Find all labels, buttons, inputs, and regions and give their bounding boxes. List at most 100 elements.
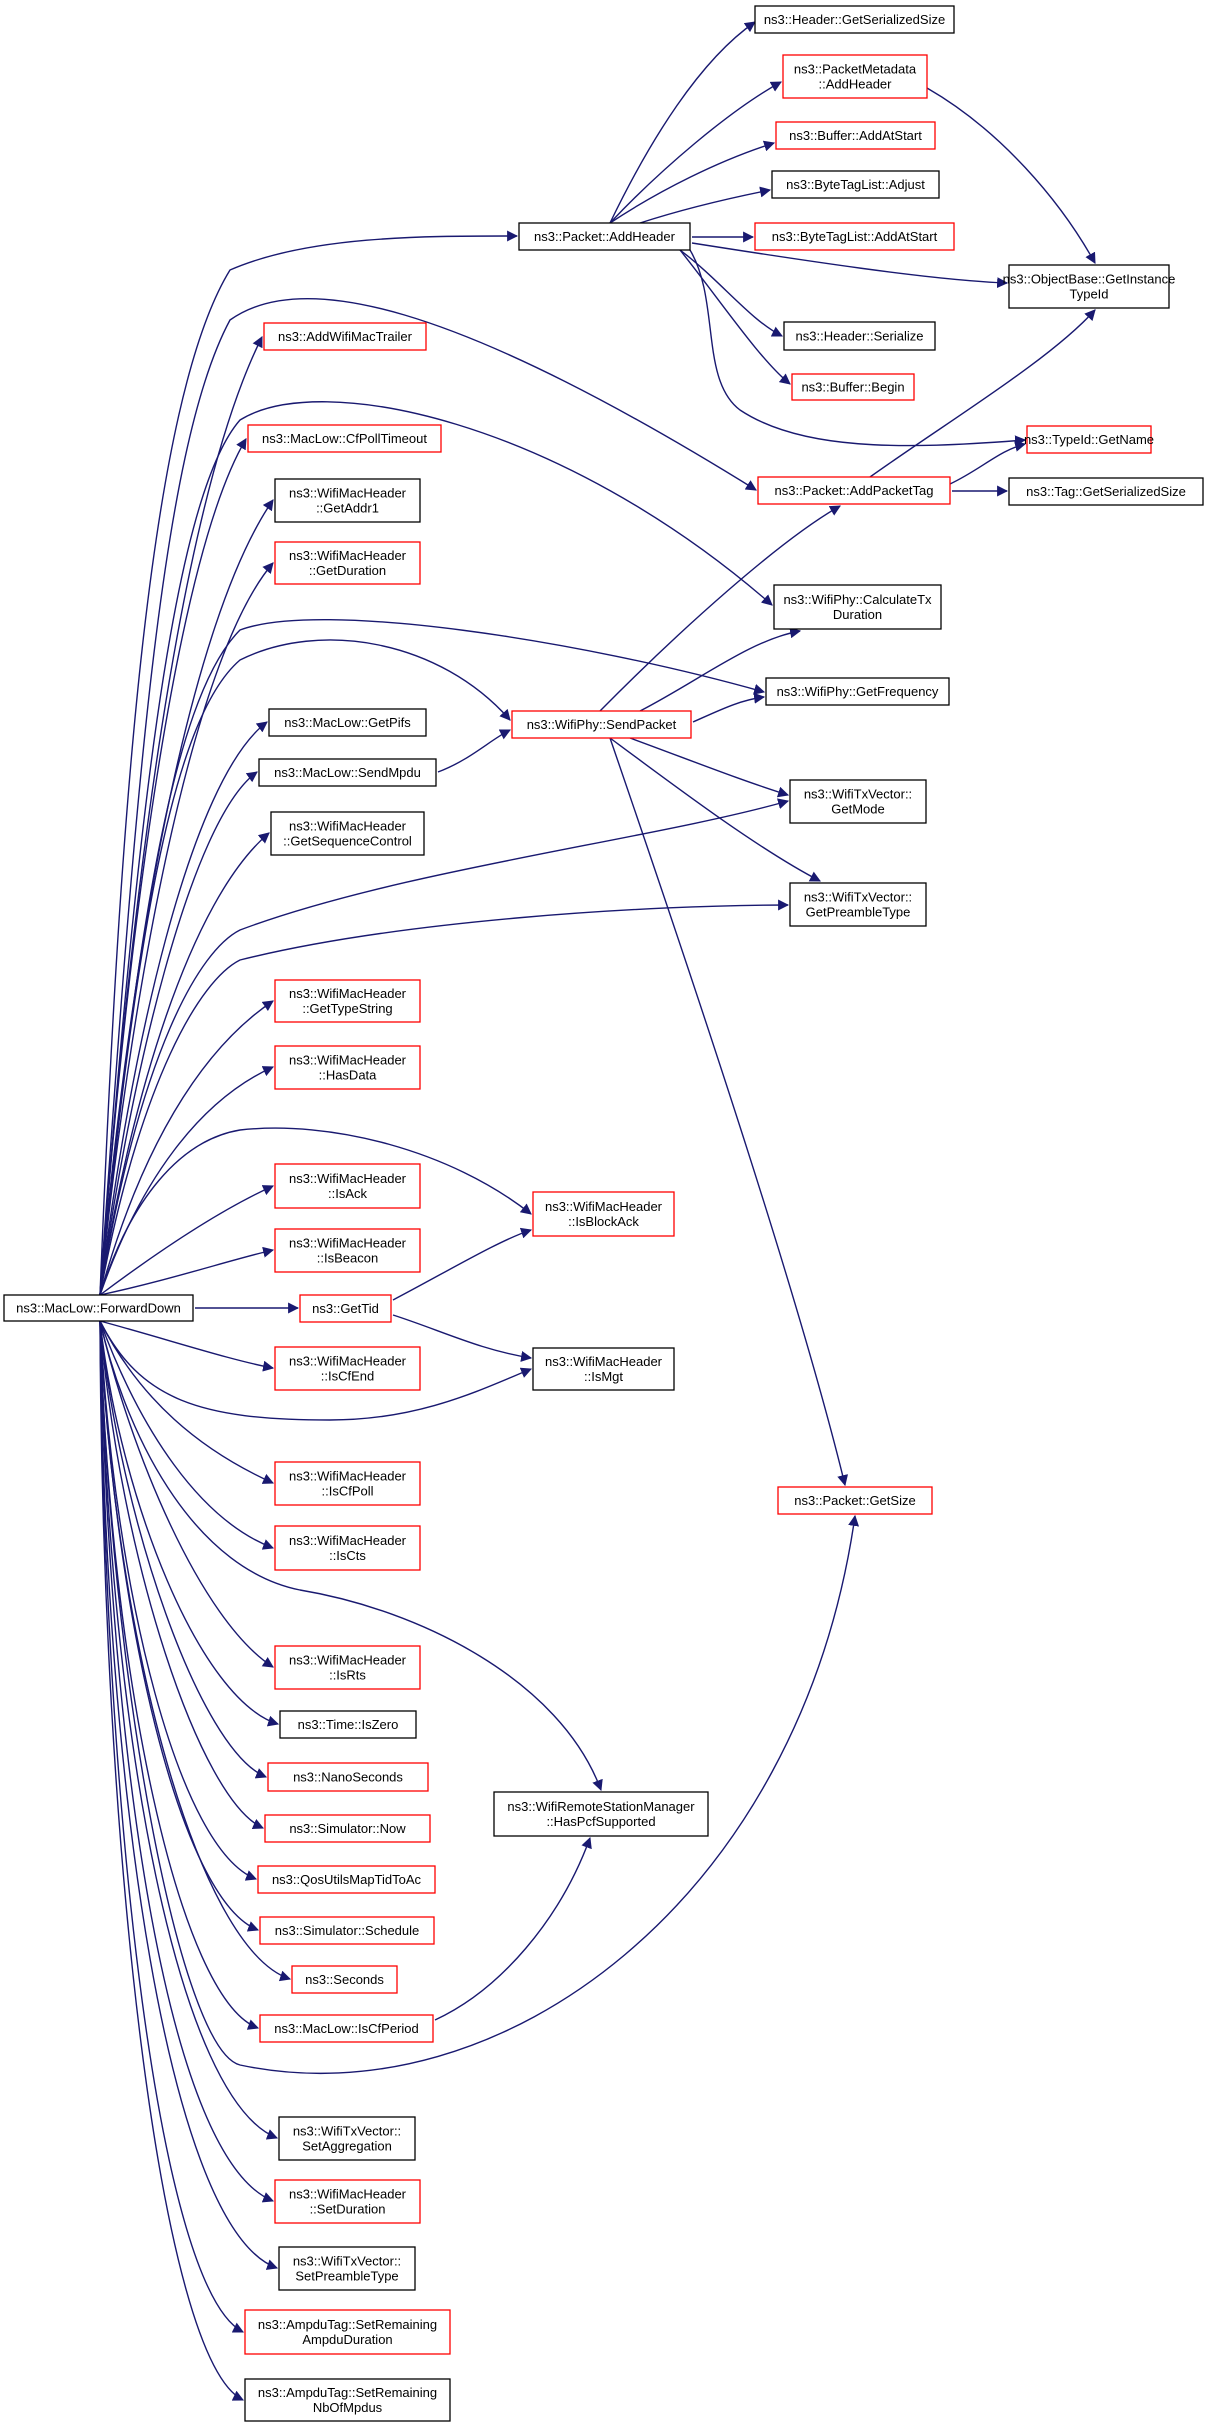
- node-label: ns3::WifiMacHeader: [545, 1199, 663, 1214]
- node-header_getserializedsize[interactable]: ns3::Header::GetSerializedSize: [754, 5, 955, 34]
- node-box: [274, 979, 421, 1023]
- node-label: ns3::WifiMacHeader: [545, 1354, 663, 1369]
- node-wifimacheader_gettypestring[interactable]: ns3::WifiMacHeader::GetTypeString: [274, 979, 421, 1023]
- node-box: [259, 2014, 434, 2043]
- node-wifimacheader_getaddr1[interactable]: ns3::WifiMacHeader::GetAddr1: [274, 478, 421, 523]
- call-nodes: ns3::MacLow::ForwardDown ns3::Header::Get…: [3, 5, 1204, 2422]
- node-wifitxvector_getmode[interactable]: ns3::WifiTxVector::GetMode: [789, 779, 927, 824]
- node-label: ns3::WifiMacHeader: [289, 1053, 407, 1068]
- node-wifitxvector_getpreambletype[interactable]: ns3::WifiTxVector::GetPreambleType: [789, 882, 927, 927]
- node-wifitxvector_setpreambletype[interactable]: ns3::WifiTxVector::SetPreambleType: [278, 2246, 416, 2291]
- node-maclow_iscfperiod[interactable]: ns3::MacLow::IsCfPeriod: [259, 2014, 434, 2043]
- edge-packet_addheader-to-typeid_getname: [689, 249, 1027, 447]
- node-label: ns3::WifiMacHeader: [289, 1236, 407, 1251]
- node-box: [279, 1710, 417, 1739]
- node-simulator_schedule[interactable]: ns3::Simulator::Schedule: [259, 1916, 435, 1945]
- node-maclow_getpifs[interactable]: ns3::MacLow::GetPifs: [268, 708, 427, 737]
- node-label: TypeId: [1069, 287, 1108, 302]
- node-wifitxvector_setaggregation[interactable]: ns3::WifiTxVector::SetAggregation: [278, 2116, 416, 2161]
- node-label: ns3::Packet::AddPacketTag: [775, 483, 934, 498]
- edge-forwarddown-to-qosutilsmaptidtoac: [99, 1320, 258, 1881]
- edge-packet_addheader-to-header_getserializedsize: [609, 21, 756, 224]
- node-header_serialize[interactable]: ns3::Header::Serialize: [783, 321, 936, 351]
- node-label: ns3::MacLow::GetPifs: [284, 715, 411, 730]
- node-wifimacheader_iscts[interactable]: ns3::WifiMacHeader::IsCts: [274, 1525, 421, 1571]
- node-box: [771, 170, 940, 199]
- node-packet_addheader[interactable]: ns3::Packet::AddHeader: [518, 222, 691, 251]
- node-label: ns3::WifiMacHeader: [289, 1171, 407, 1186]
- node-wifimacheader_ismgt[interactable]: ns3::WifiMacHeader::IsMgt: [532, 1347, 675, 1391]
- node-bytetaglist_adjust[interactable]: ns3::ByteTagList::Adjust: [771, 170, 940, 199]
- node-maclow_sendmpdu[interactable]: ns3::MacLow::SendMpdu: [258, 758, 437, 787]
- node-box: [270, 811, 425, 856]
- edge-forwarddown-to-wifiphy_sendpacket: [99, 639, 511, 1296]
- edge-packet_addpackettag-to-objectbase_getinstancetypeid: [869, 309, 1096, 478]
- node-label: ns3::MacLow::SendMpdu: [274, 765, 421, 780]
- node-box: [532, 1347, 675, 1391]
- node-typeid_getname[interactable]: ns3::TypeId::GetName: [1024, 425, 1154, 454]
- node-wifimacheader_iscfend[interactable]: ns3::WifiMacHeader::IsCfEnd: [274, 1346, 421, 1391]
- node-label: ns3::WifiMacHeader: [289, 2187, 407, 2202]
- node-packetmetadata_addheader[interactable]: ns3::PacketMetadata::AddHeader: [782, 54, 928, 99]
- node-label: ::IsCfEnd: [321, 1369, 374, 1384]
- node-wifimacheader_isack[interactable]: ns3::WifiMacHeader::IsAck: [274, 1163, 421, 1209]
- node-seconds[interactable]: ns3::Seconds: [291, 1965, 398, 1994]
- node-box: [299, 1294, 392, 1323]
- node-wifimacheader_isbeacon[interactable]: ns3::WifiMacHeader::IsBeacon: [274, 1228, 421, 1273]
- node-wifiphy_getfrequency[interactable]: ns3::WifiPhy::GetFrequency: [765, 677, 950, 706]
- node-box: [247, 424, 442, 453]
- node-simulator_now[interactable]: ns3::Simulator::Now: [264, 1814, 431, 1843]
- node-packet_addpackettag[interactable]: ns3::Packet::AddPacketTag: [757, 476, 951, 505]
- node-packet_getsize[interactable]: ns3::Packet::GetSize: [777, 1486, 933, 1515]
- node-maclow_cfpolltimeout[interactable]: ns3::MacLow::CfPollTimeout: [247, 424, 442, 453]
- node-wifiphy_sendpacket[interactable]: ns3::WifiPhy::SendPacket: [511, 710, 692, 739]
- edge-forwarddown-to-packet_getsize: [99, 1320, 860, 2074]
- edge-forwarddown-to-packet_addheader: [99, 230, 519, 1296]
- node-buffer_begin[interactable]: ns3::Buffer::Begin: [791, 373, 915, 401]
- node-box: [789, 779, 927, 824]
- node-qosutilsmaptidtoac[interactable]: ns3::QosUtilsMapTidToAc: [257, 1865, 436, 1894]
- node-box: [258, 758, 437, 787]
- node-wifimacheader_isrts[interactable]: ns3::WifiMacHeader::IsRts: [274, 1645, 421, 1690]
- node-label: ns3::Packet::AddHeader: [534, 229, 676, 244]
- node-nanoseconds[interactable]: ns3::NanoSeconds: [267, 1762, 429, 1792]
- node-box: [274, 1525, 421, 1571]
- edge-forwarddown-to-wifimacheader_ismgt: [99, 1320, 533, 1421]
- edge-forwarddown-to-ampdutag_setremainingnbofmpdus: [99, 1320, 244, 2401]
- node-label: GetMode: [831, 802, 884, 817]
- node-box: [518, 222, 691, 251]
- node-label: ns3::PacketMetadata: [794, 62, 917, 77]
- node-buffer_addatstart[interactable]: ns3::Buffer::AddAtStart: [775, 121, 936, 150]
- node-box: [791, 373, 915, 401]
- node-label: ns3::MacLow::CfPollTimeout: [262, 431, 427, 446]
- node-wifimacheader_getsequencecontrol[interactable]: ns3::WifiMacHeader::GetSequenceControl: [270, 811, 425, 856]
- edge-wifiphy_sendpacket-to-packet_getsize: [609, 737, 849, 1487]
- node-wifimacheader_iscfpoll[interactable]: ns3::WifiMacHeader::IsCfPoll: [274, 1461, 421, 1506]
- node-wifiremotestationmanager_haspcfsupported[interactable]: ns3::WifiRemoteStationManager::HasPcfSup…: [493, 1791, 709, 1837]
- node-label: AmpduDuration: [302, 2332, 392, 2347]
- node-box: [274, 1645, 421, 1690]
- node-box: [278, 2116, 416, 2161]
- node-forwarddown[interactable]: ns3::MacLow::ForwardDown: [3, 1294, 194, 1322]
- node-label: ns3::WifiMacHeader: [289, 819, 407, 834]
- edge-forwarddown-to-wifitxvector_setpreambletype: [99, 1320, 279, 2270]
- node-wifimacheader_getduration[interactable]: ns3::WifiMacHeader::GetDuration: [274, 541, 421, 585]
- node-label: ::IsBeacon: [317, 1251, 378, 1266]
- node-wifimacheader_setduration[interactable]: ns3::WifiMacHeader::SetDuration: [274, 2179, 421, 2224]
- node-box: [274, 1461, 421, 1506]
- node-label: Duration: [833, 607, 882, 622]
- node-label: ns3::WifiMacHeader: [289, 548, 407, 563]
- node-label: SetAggregation: [302, 2139, 392, 2154]
- node-bytetaglist_addatstart[interactable]: ns3::ByteTagList::AddAtStart: [754, 222, 955, 251]
- node-label: ns3::WifiMacHeader: [289, 1469, 407, 1484]
- node-tag_getserializedsize[interactable]: ns3::Tag::GetSerializedSize: [1008, 477, 1204, 506]
- node-wifimacheader_isblockack[interactable]: ns3::WifiMacHeader::IsBlockAck: [532, 1191, 675, 1237]
- node-wifimacheader_hasdata[interactable]: ns3::WifiMacHeader::HasData: [274, 1045, 421, 1090]
- node-time_iszero[interactable]: ns3::Time::IsZero: [279, 1710, 417, 1739]
- node-addwifimactrailer[interactable]: ns3::AddWifiMacTrailer: [263, 322, 427, 351]
- node-gettid[interactable]: ns3::GetTid: [299, 1294, 392, 1323]
